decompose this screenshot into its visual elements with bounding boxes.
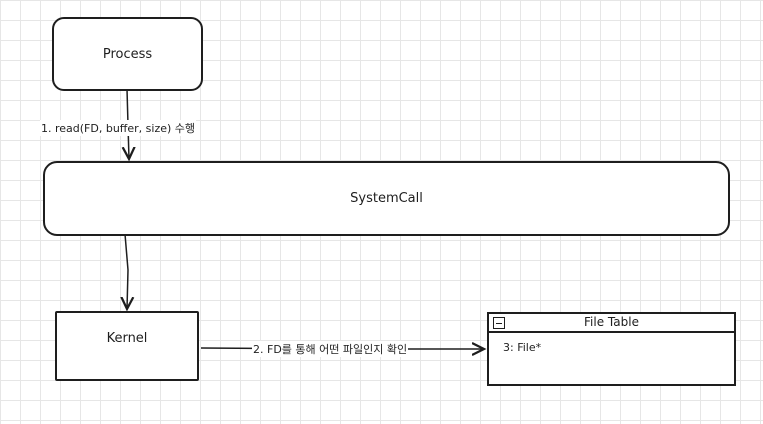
edge-label-read: 1. read(FD, buffer, size) 수행 [40,120,197,136]
file-table-titlebar: File Table [489,314,734,333]
kernel-node[interactable]: Kernel [55,311,199,381]
process-label: Process [102,46,153,62]
process-node[interactable]: Process [52,17,203,91]
arrow-systemcall-to-kernel [125,233,128,309]
file-table-window[interactable]: File Table 3: File* [487,312,736,386]
file-table-row: 3: File* [503,341,542,354]
file-table-title: File Table [584,315,639,329]
systemcall-label: SystemCall [350,191,423,206]
systemcall-node[interactable]: SystemCall [43,161,730,236]
kernel-label: Kernel [106,331,148,346]
edge-label-fd-check: 2. FD를 통해 어떤 파일인지 확인 [252,341,409,357]
minimize-icon[interactable] [493,317,505,329]
